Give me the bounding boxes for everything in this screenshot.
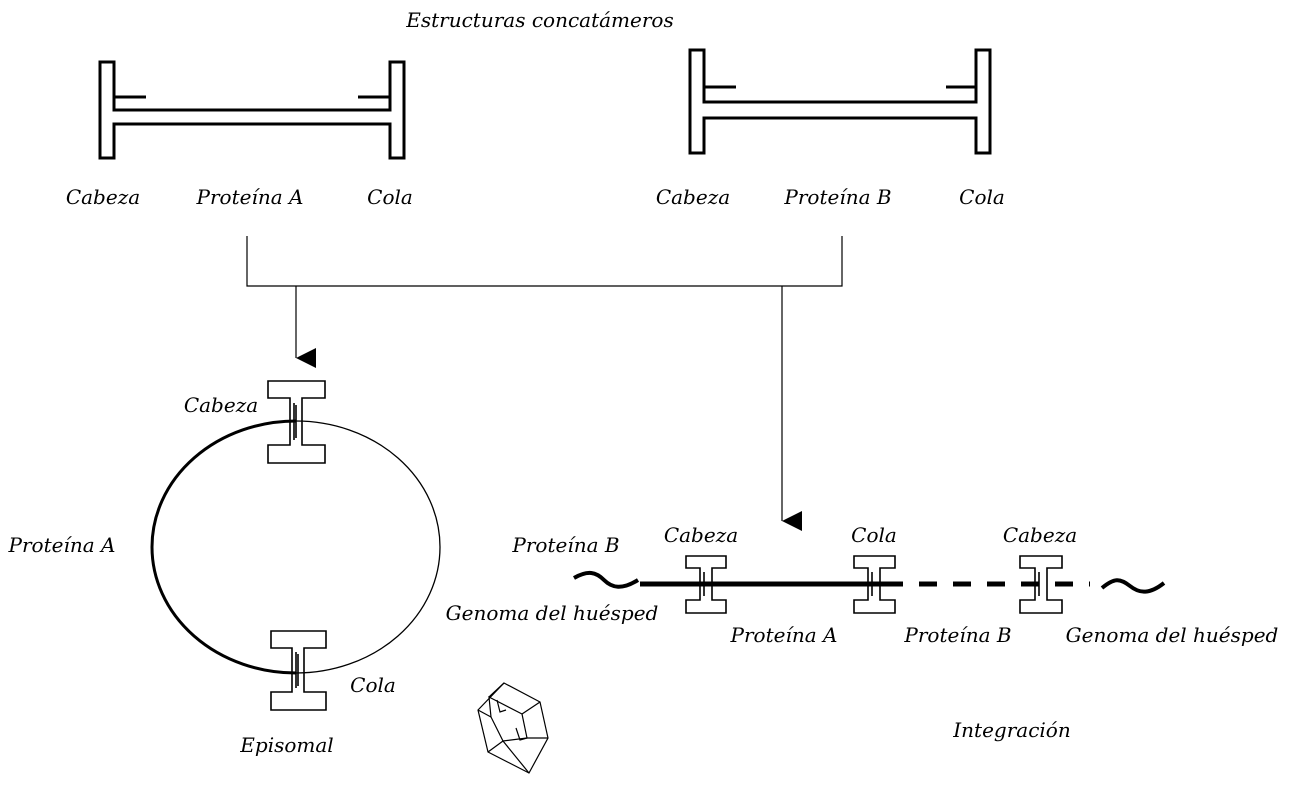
integration-head-marker-1 xyxy=(685,555,727,614)
episomal-head-label: Cabeza xyxy=(184,393,258,417)
diagram-title: Estructuras concatámeros xyxy=(405,8,673,32)
concatemer-structure-b xyxy=(688,48,992,155)
episomal-protein-label: Proteína A xyxy=(8,533,116,557)
structure-b-tail-hook xyxy=(946,50,978,89)
structure-a-protein-label: Proteína A xyxy=(196,185,304,209)
virus-capsid-icon xyxy=(477,682,549,774)
structure-a-head-hook xyxy=(112,62,146,99)
integration-protein-b-label: Proteína B xyxy=(903,623,1011,647)
integration-host-right-label: Genoma del huésped xyxy=(1066,623,1279,647)
integration-protein-b-left-label: Proteína B xyxy=(511,533,619,557)
connector-lines xyxy=(246,236,843,531)
structure-b-protein-label: Proteína B xyxy=(783,185,891,209)
integration-caption: Integración xyxy=(952,718,1070,742)
structure-a-tail-hook xyxy=(358,62,392,99)
concatemer-structure-a xyxy=(98,60,406,160)
episomal-tail-marker xyxy=(270,630,327,711)
episomal-circle-thin xyxy=(295,420,441,674)
structure-a-tail-label: Cola xyxy=(367,185,413,209)
integration-protein-a-label: Proteína A xyxy=(730,623,838,647)
episomal-head-marker xyxy=(267,380,326,464)
structure-b-head-label: Cabeza xyxy=(656,185,730,209)
episomal-caption: Episomal xyxy=(239,733,333,757)
structure-b-head-bracket xyxy=(688,48,992,155)
structure-b-head-hook xyxy=(702,50,736,89)
episomal-circle-thick xyxy=(150,419,297,675)
host-genome-left-wave xyxy=(573,571,640,589)
integration-tail-marker xyxy=(853,555,896,614)
episomal-tail-label: Cola xyxy=(350,673,396,697)
structure-a-head-bracket xyxy=(98,60,406,160)
integration-head-label-2: Cabeza xyxy=(1003,523,1077,547)
integration-host-left-label: Genoma del huésped xyxy=(446,601,659,625)
structure-b-tail-label: Cola xyxy=(959,185,1005,209)
integration-head-marker-2 xyxy=(1019,555,1063,614)
integration-strand xyxy=(573,555,1166,614)
host-genome-right-wave xyxy=(1100,578,1166,594)
episomal-form xyxy=(150,380,441,711)
structure-a-head-label: Cabeza xyxy=(66,185,140,209)
connector-bracket xyxy=(246,236,843,287)
integration-head-label-1: Cabeza xyxy=(664,523,738,547)
integration-tail-label: Cola xyxy=(851,523,897,547)
